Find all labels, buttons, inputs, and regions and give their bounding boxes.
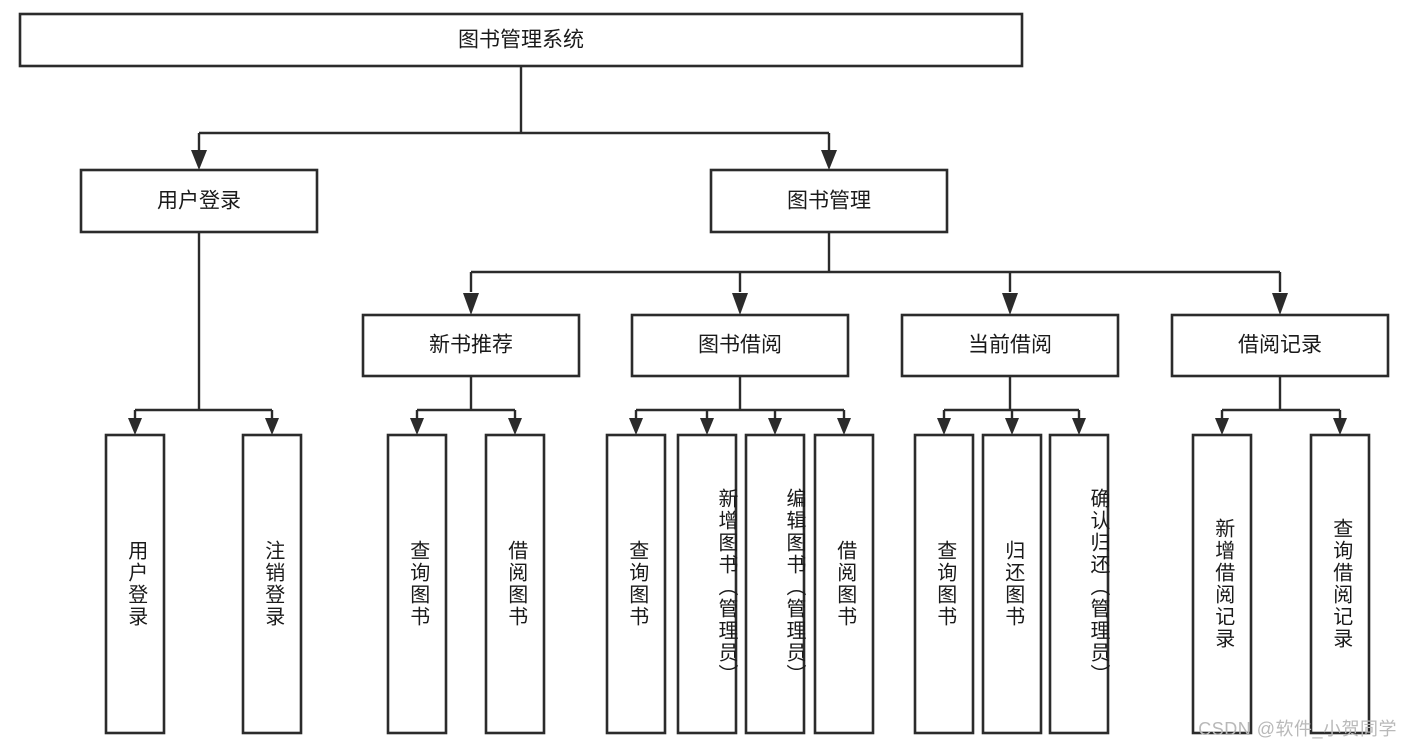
node-label-user-login: 用户登录 <box>157 190 241 213</box>
arrow-to-leaf-borrow-book-2 <box>837 418 851 435</box>
connector-bookmanage-to-level3 <box>469 232 1282 292</box>
node-box-borrow-record[interactable] <box>1170 313 1390 378</box>
node-box-book-manage[interactable] <box>709 168 949 234</box>
horizontal-label-layer: 图书管理系统 用户登录 图书管理 新书推荐 图书借阅 当前借阅 借阅记录 <box>157 29 1322 357</box>
node-label-root: 图书管理系统 <box>458 29 584 52</box>
node-label-book-borrow: 图书借阅 <box>698 334 782 357</box>
connector-borrowrecord-to-leaves <box>1220 376 1342 419</box>
arrow-to-book-borrow <box>732 293 748 315</box>
node-label-borrow-record: 借阅记录 <box>1238 334 1322 357</box>
node-box-book-borrow[interactable] <box>630 313 850 378</box>
arrow-to-leaf-add-borrow-record <box>1215 418 1229 435</box>
node-box-new-book-rec[interactable] <box>361 313 581 378</box>
csdn-watermark: CSDN @软件_小贺同学 <box>1198 719 1397 739</box>
node-box-leaf-user-login[interactable] <box>104 433 166 735</box>
arrow-to-leaf-borrow-book-1 <box>508 418 522 435</box>
arrow-to-user-login <box>191 150 207 170</box>
node-label-new-book-rec: 新书推荐 <box>429 334 513 357</box>
arrow-to-leaf-edit-book <box>768 418 782 435</box>
arrow-to-leaf-query-borrow-record <box>1333 418 1347 435</box>
arrow-to-new-book-rec <box>463 293 479 315</box>
node-box-leaf-edit-book[interactable] <box>744 433 806 735</box>
node-label-book-manage: 图书管理 <box>787 190 871 213</box>
arrowhead-layer <box>128 150 1347 435</box>
arrow-to-borrow-record <box>1272 293 1288 315</box>
arrow-to-leaf-user-login <box>128 418 142 435</box>
node-box-user-login[interactable] <box>79 168 319 234</box>
arrow-to-current-borrow <box>1002 293 1018 315</box>
connector-newbook-to-leaves <box>415 376 517 419</box>
node-box-leaf-query-borrow-record[interactable] <box>1309 433 1371 735</box>
node-box-leaf-return-book[interactable] <box>981 433 1043 735</box>
node-box-current-borrow[interactable] <box>900 313 1120 378</box>
connector-bookborrow-to-leaves <box>634 376 846 419</box>
arrow-to-leaf-add-book <box>700 418 714 435</box>
connector-root-to-level2 <box>197 66 831 152</box>
arrow-to-leaf-logout <box>265 418 279 435</box>
node-box-leaf-query-book-3[interactable] <box>913 433 975 735</box>
node-box-leaf-borrow-book-2[interactable] <box>813 433 875 735</box>
arrow-to-leaf-return-book <box>1005 418 1019 435</box>
node-box-leaf-borrow-book-1[interactable] <box>484 433 546 735</box>
connector-layer <box>133 66 1342 419</box>
arrow-to-leaf-query-book-2 <box>629 418 643 435</box>
node-box-leaf-add-borrow-record[interactable] <box>1191 433 1253 735</box>
node-box-root[interactable] <box>18 12 1024 68</box>
arrow-to-leaf-confirm-return <box>1072 418 1086 435</box>
node-box-leaf-confirm-return[interactable] <box>1048 433 1110 735</box>
connector-currentborrow-to-leaves <box>942 376 1081 419</box>
connector-userlogin-to-leaves <box>133 232 274 419</box>
arrow-to-book-manage <box>821 150 837 170</box>
node-box-layer <box>18 12 1390 735</box>
node-box-leaf-query-book-2[interactable] <box>605 433 667 735</box>
node-box-leaf-add-book[interactable] <box>676 433 738 735</box>
node-box-leaf-query-book-1[interactable] <box>386 433 448 735</box>
node-box-leaf-logout[interactable] <box>241 433 303 735</box>
arrow-to-leaf-query-book-3 <box>937 418 951 435</box>
arrow-to-leaf-query-book-1 <box>410 418 424 435</box>
node-label-current-borrow: 当前借阅 <box>968 334 1052 357</box>
